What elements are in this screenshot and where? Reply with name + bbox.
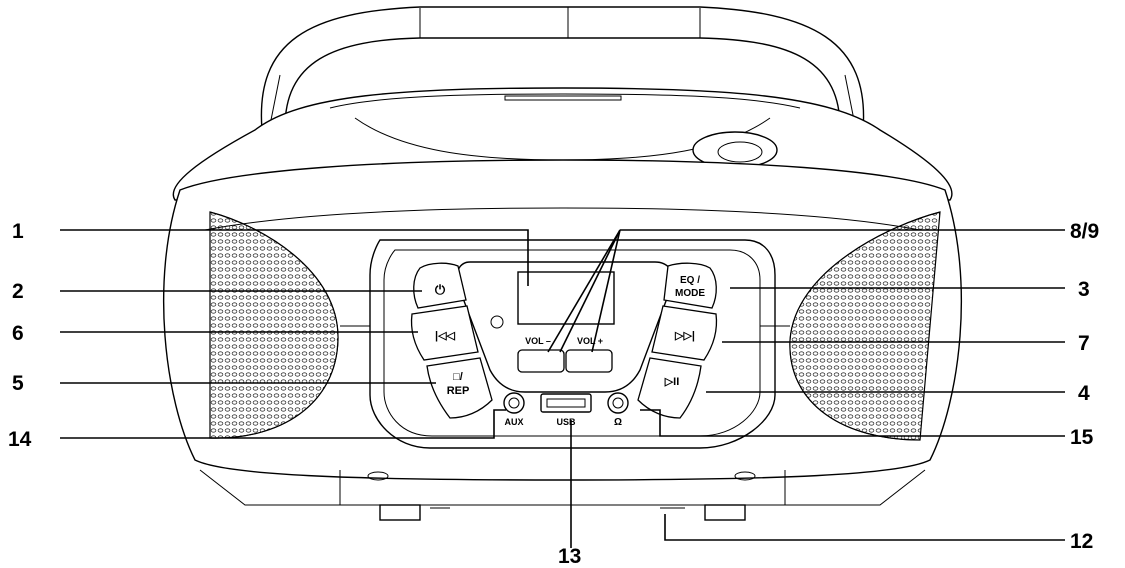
next-button[interactable]: ▷▷|: [651, 305, 718, 361]
rep-label: REP: [447, 385, 470, 397]
callout-8-9: 8/9: [1070, 220, 1099, 243]
aux-label: AUX: [504, 417, 523, 427]
callout-12: 12: [1070, 530, 1093, 553]
callout-1: 1: [12, 220, 24, 243]
foot-left: [379, 504, 421, 521]
top-knob[interactable]: [692, 131, 778, 169]
callout-7: 7: [1078, 332, 1090, 355]
eq-mode-button[interactable]: EQ / MODE: [663, 262, 717, 309]
play-pause-button[interactable]: ▷II: [637, 357, 702, 419]
callout-13: 13: [558, 545, 581, 568]
skip-forward-icon: ▷▷|: [674, 330, 695, 342]
indicator-led: [490, 315, 504, 329]
vol-minus-label: VOL –: [525, 336, 551, 346]
mode-label: MODE: [675, 288, 705, 299]
callout-4: 4: [1078, 382, 1090, 405]
callout-14: 14: [8, 428, 32, 451]
aux-port[interactable]: AUX: [503, 392, 525, 427]
speaker-left: [209, 211, 339, 439]
callout-3: 3: [1078, 278, 1090, 301]
callout-5: 5: [12, 372, 24, 395]
stop-icon: □/: [453, 371, 463, 383]
callout-15: 15: [1070, 426, 1094, 449]
stop-repeat-button[interactable]: □/ REP: [426, 357, 493, 419]
power-button[interactable]: ⏻: [413, 262, 467, 309]
speaker-right: [789, 211, 941, 441]
usb-port[interactable]: USB: [540, 393, 592, 427]
callout-2: 2: [12, 280, 24, 303]
leader-lines: [60, 229, 1065, 548]
callout-labels: 1 2 6 5 14 8/9 3 7 4 15 13 12: [8, 220, 1099, 568]
play-pause-icon: ▷II: [664, 376, 680, 388]
prev-button[interactable]: |◁◁: [410, 305, 479, 361]
lcd-display: [517, 271, 615, 325]
vol-plus-label: VOL +: [577, 336, 603, 346]
foot-right: [704, 504, 746, 521]
power-icon: ⏻: [435, 282, 446, 297]
vol-plus-button[interactable]: VOL +: [565, 336, 613, 373]
headphone-port[interactable]: Ω: [607, 392, 629, 428]
skip-back-icon: |◁◁: [435, 330, 456, 342]
vol-minus-button[interactable]: VOL –: [517, 336, 565, 373]
usb-label: USB: [556, 417, 576, 427]
callout-6: 6: [12, 322, 24, 345]
headphone-icon: Ω: [614, 417, 622, 428]
eq-label: EQ /: [680, 275, 700, 286]
